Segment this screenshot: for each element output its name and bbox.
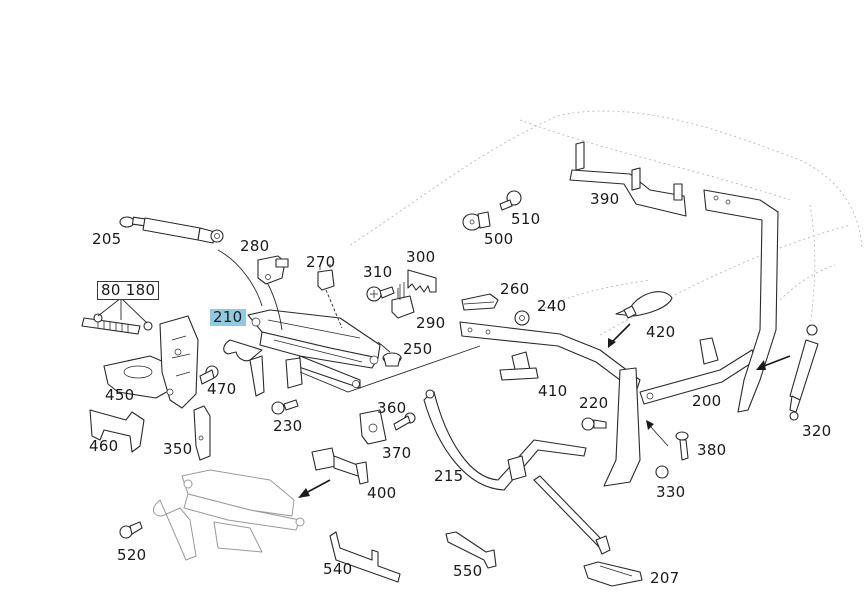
part-240-bushing[interactable] bbox=[514, 310, 530, 326]
label-210-highlighted[interactable]: 210 bbox=[210, 309, 246, 326]
leader-lines bbox=[217, 249, 481, 393]
part-540-bar[interactable] bbox=[329, 531, 401, 583]
label-220[interactable]: 220 bbox=[579, 394, 609, 412]
part-210-main-linkage[interactable] bbox=[223, 309, 381, 397]
part-260-pad[interactable] bbox=[461, 293, 499, 311]
label-215[interactable]: 215 bbox=[434, 467, 464, 485]
part-290-mount[interactable] bbox=[391, 282, 415, 319]
direction-arrows bbox=[298, 323, 791, 498]
label-550[interactable]: 550 bbox=[453, 562, 483, 580]
part-500-bush[interactable] bbox=[462, 211, 491, 231]
label-250[interactable]: 250 bbox=[403, 340, 433, 358]
part-460-plate[interactable] bbox=[89, 409, 145, 453]
part-230-bolt[interactable] bbox=[271, 399, 299, 415]
lower-linkage-reference bbox=[153, 469, 305, 561]
part-200-main-frame[interactable] bbox=[459, 189, 779, 487]
part-470-bolt[interactable] bbox=[199, 365, 219, 385]
label-205[interactable]: 205 bbox=[92, 230, 122, 248]
part-270-clip[interactable] bbox=[317, 264, 335, 291]
part-320-gas-strut[interactable] bbox=[789, 324, 819, 421]
part-220-bolt[interactable] bbox=[581, 417, 607, 431]
label-390[interactable]: 390 bbox=[590, 190, 620, 208]
part-300-comb-bracket[interactable] bbox=[407, 269, 437, 293]
part-360-bolt[interactable] bbox=[393, 412, 416, 431]
label-360[interactable]: 360 bbox=[377, 399, 407, 417]
part-350-bracket[interactable] bbox=[193, 405, 211, 461]
label-520[interactable]: 520 bbox=[117, 546, 147, 564]
part-380-bolt[interactable] bbox=[675, 431, 689, 461]
part-207-bracket[interactable] bbox=[583, 561, 643, 587]
part-410-connector[interactable] bbox=[499, 351, 539, 381]
label-310[interactable]: 310 bbox=[363, 263, 393, 281]
label-460[interactable]: 460 bbox=[89, 437, 119, 455]
label-240[interactable]: 240 bbox=[537, 297, 567, 315]
part-450-lock-bracket[interactable] bbox=[103, 315, 199, 409]
car-body-outline bbox=[349, 110, 863, 421]
label-300[interactable]: 300 bbox=[406, 248, 436, 266]
label-450[interactable]: 450 bbox=[105, 386, 135, 404]
label-540[interactable]: 540 bbox=[323, 560, 353, 578]
part-550-bar[interactable] bbox=[445, 531, 497, 569]
label-410[interactable]: 410 bbox=[538, 382, 568, 400]
part-520-bolt[interactable] bbox=[119, 521, 143, 539]
label-470[interactable]: 470 bbox=[207, 380, 237, 398]
label-400[interactable]: 400 bbox=[367, 484, 397, 502]
label-350[interactable]: 350 bbox=[163, 440, 193, 458]
part-310-bolt[interactable] bbox=[366, 286, 395, 302]
label-80-180[interactable]: 80 180 bbox=[97, 281, 160, 300]
part-80-180-screws[interactable] bbox=[81, 313, 153, 335]
part-510-pin[interactable] bbox=[499, 190, 522, 211]
part-400-actuator[interactable] bbox=[311, 447, 369, 485]
label-380[interactable]: 380 bbox=[697, 441, 727, 459]
label-200[interactable]: 200 bbox=[692, 392, 722, 410]
part-215-tube[interactable] bbox=[423, 389, 587, 491]
part-strut-rod[interactable] bbox=[533, 475, 611, 555]
label-500[interactable]: 500 bbox=[484, 230, 514, 248]
label-510[interactable]: 510 bbox=[511, 210, 541, 228]
part-205-gas-strut[interactable] bbox=[119, 216, 224, 244]
part-370-bracket[interactable] bbox=[359, 409, 387, 445]
part-330-nut[interactable] bbox=[655, 465, 669, 479]
label-290[interactable]: 290 bbox=[416, 314, 446, 332]
label-420[interactable]: 420 bbox=[646, 323, 676, 341]
label-270[interactable]: 270 bbox=[306, 253, 336, 271]
part-390-bracket-bar[interactable] bbox=[569, 141, 687, 217]
leader-80-180 bbox=[97, 297, 148, 324]
label-260[interactable]: 260 bbox=[500, 280, 530, 298]
part-280-bracket[interactable] bbox=[257, 255, 289, 285]
label-370[interactable]: 370 bbox=[382, 444, 412, 462]
label-207[interactable]: 207 bbox=[650, 569, 680, 587]
part-420-cable-tie[interactable] bbox=[615, 291, 673, 319]
label-230[interactable]: 230 bbox=[273, 417, 303, 435]
label-280[interactable]: 280 bbox=[240, 237, 270, 255]
label-320[interactable]: 320 bbox=[802, 422, 832, 440]
part-250-grommet[interactable] bbox=[382, 352, 402, 367]
label-330[interactable]: 330 bbox=[656, 483, 686, 501]
